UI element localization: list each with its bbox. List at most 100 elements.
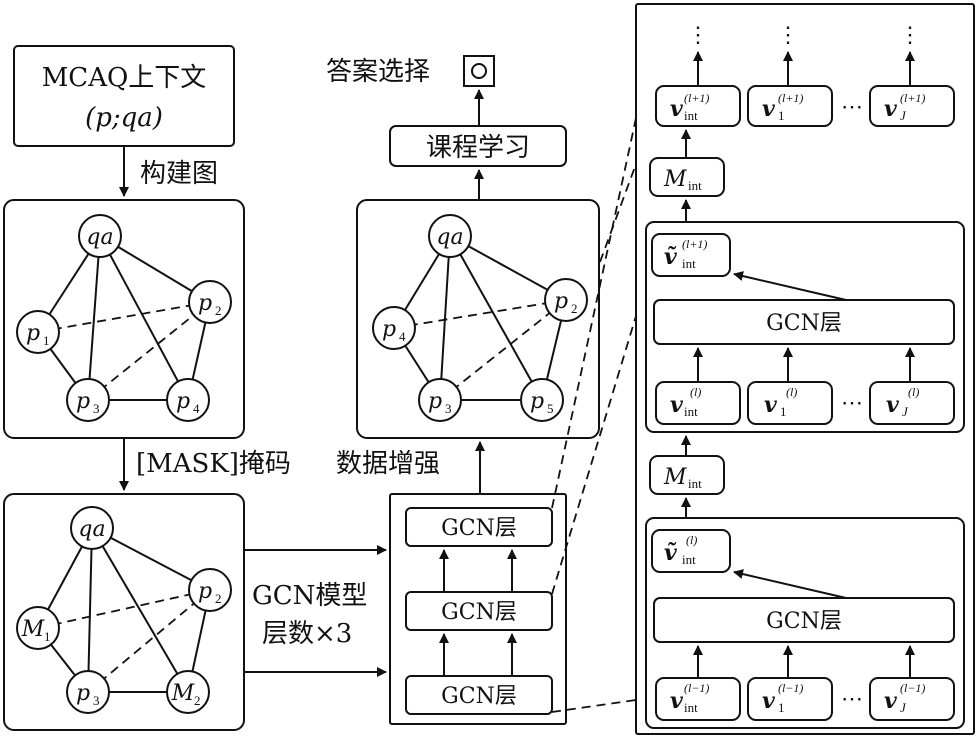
node-qa: qa (436, 225, 463, 250)
svg-text:v: v (670, 392, 683, 418)
svg-text:v: v (670, 688, 683, 714)
node-p2: p (198, 291, 212, 316)
build-graph-label: 构建图 (140, 159, 218, 189)
svg-text:int: int (688, 476, 702, 491)
gcn-block-lower: ṽ (l) int GCN层 v (l−1) int v (l−1) 1 ⋯ v… (645, 517, 965, 729)
svg-text:1: 1 (778, 108, 785, 123)
node-p4: p (382, 317, 396, 342)
context-formula: (p;qa) (85, 103, 163, 133)
node-qa: qa (78, 517, 105, 542)
node-m2: M (171, 681, 195, 706)
svg-text:2: 2 (215, 303, 222, 318)
gcn-detail-panel: ⋮ ⋮ ⋮ v (l+1) int v (l+1) 1 ⋯ v (l+1) J … (635, 3, 975, 735)
svg-text:2: 2 (215, 591, 222, 606)
answer-select-icon (463, 55, 495, 87)
svg-text:(l+1): (l+1) (684, 91, 709, 105)
svg-text:v: v (762, 96, 775, 122)
continuation-dots: ⋮ ⋮ ⋮ (687, 23, 921, 48)
svg-text:J: J (902, 404, 909, 419)
svg-text:1: 1 (780, 404, 787, 419)
gcn-layer-detail-upper: GCN层 (766, 311, 842, 336)
svg-text:课程学习: 课程学习 (426, 133, 530, 163)
svg-text:int: int (688, 178, 702, 193)
svg-text:2: 2 (571, 301, 578, 316)
graph-augmented: qa p 4 p 2 p 3 p 5 (356, 199, 600, 439)
node-p4: p (176, 389, 190, 414)
svg-text:(l−1): (l−1) (900, 681, 925, 695)
svg-text:int: int (684, 700, 698, 715)
svg-text:int: int (684, 404, 698, 419)
zoom-line-1 (551, 117, 637, 509)
svg-text:1: 1 (43, 333, 50, 348)
svg-text:⋮: ⋮ (687, 23, 709, 48)
curriculum-box: 课程学习 (389, 125, 567, 167)
gcn-layer-2: GCN层 (441, 600, 517, 625)
zoom-line-4 (599, 163, 637, 263)
node-p3: p (76, 681, 90, 706)
gcn-stack: GCN层 GCN层 GCN层 (389, 493, 567, 725)
svg-text:v: v (670, 96, 683, 122)
svg-text:(l+1): (l+1) (900, 91, 925, 105)
svg-text:ṽ: ṽ (664, 540, 677, 566)
gcn-layer-detail-lower: GCN层 (766, 609, 842, 634)
svg-text:4: 4 (399, 329, 406, 344)
node-m1: M (21, 617, 45, 642)
m-int-lower: M int (649, 455, 725, 495)
node-p3: p (76, 389, 90, 414)
context-box: MCAQ上下文 (p;qa) (13, 45, 235, 147)
gcn-layers-label: 层数×3 (262, 619, 352, 649)
gcn-model-label: GCN模型 (252, 581, 367, 611)
svg-text:1: 1 (778, 700, 785, 715)
svg-text:⋯: ⋯ (841, 687, 863, 712)
svg-text:(l): (l) (908, 385, 919, 399)
graph-original: qa p 1 p 2 p 3 p 4 (3, 199, 245, 439)
svg-text:⋯: ⋯ (841, 95, 863, 120)
svg-text:3: 3 (93, 401, 100, 416)
node-p2: p (554, 289, 568, 314)
svg-text:J: J (900, 108, 907, 123)
svg-text:ṽ: ṽ (664, 244, 677, 270)
svg-text:⋯: ⋯ (841, 391, 863, 416)
svg-text:2: 2 (194, 693, 201, 708)
m-int-upper: M int (649, 157, 725, 197)
svg-text:(l−1): (l−1) (684, 681, 709, 695)
svg-text:(l−1): (l−1) (778, 681, 803, 695)
svg-text:5: 5 (547, 401, 554, 416)
gcn-block-upper: ṽ (l+1) int GCN层 v (l) int v (l) 1 ⋯ v (… (645, 221, 965, 433)
svg-text:⋮: ⋮ (777, 23, 799, 48)
svg-text:v: v (764, 392, 777, 418)
svg-text:4: 4 (193, 401, 200, 416)
node-p2: p (198, 579, 212, 604)
svg-text:v: v (886, 392, 899, 418)
svg-text:M: M (663, 465, 687, 490)
svg-text:⋮: ⋮ (899, 23, 921, 48)
mask-label: [MASK]掩码 (136, 449, 291, 479)
node-p5: p (530, 389, 544, 414)
svg-text:v: v (884, 96, 897, 122)
svg-text:3: 3 (93, 693, 100, 708)
svg-text:(l+1): (l+1) (778, 91, 803, 105)
svg-text:M: M (663, 167, 687, 192)
node-p3: p (428, 389, 442, 414)
node-p1: p (26, 321, 40, 346)
vector-row-top: v (l+1) int v (l+1) 1 ⋯ v (l+1) J (655, 85, 955, 127)
svg-text:(l): (l) (686, 533, 697, 547)
svg-text:int: int (682, 256, 696, 271)
svg-text:int: int (684, 108, 698, 123)
node-qa: qa (86, 225, 113, 250)
graph-masked: qa M 1 p 2 p 3 M 2 (3, 493, 245, 731)
answer-select-label: 答案选择 (326, 57, 430, 87)
svg-text:(l): (l) (690, 385, 701, 399)
context-title: MCAQ上下文 (42, 63, 207, 93)
svg-text:v: v (884, 688, 897, 714)
svg-text:3: 3 (445, 401, 452, 416)
gcn-layer-3: GCN层 (441, 516, 517, 541)
svg-text:(l): (l) (786, 385, 797, 399)
svg-text:int: int (682, 552, 696, 567)
svg-text:(l+1): (l+1) (682, 237, 707, 251)
augment-label: 数据增强 (336, 449, 440, 479)
svg-text:v: v (762, 688, 775, 714)
svg-text:1: 1 (44, 629, 51, 644)
svg-text:J: J (900, 700, 907, 715)
